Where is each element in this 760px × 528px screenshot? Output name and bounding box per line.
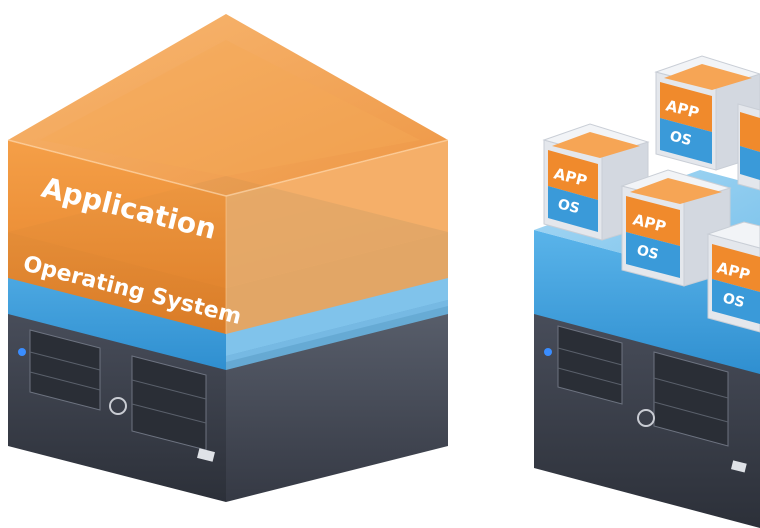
right-stack: APP OS APP OS APP OS (534, 55, 760, 528)
vm-box-5: APP OS (706, 221, 760, 333)
right-port-icon (730, 460, 747, 473)
left-status-led-icon (18, 348, 26, 356)
vm-box-2: APP OS (654, 55, 760, 171)
vm-box-3 (737, 103, 760, 191)
left-app-layer (7, 14, 449, 334)
vm-1-os-label: OS (556, 196, 581, 217)
left-port-icon (197, 448, 215, 462)
vm-5-os-label: OS (721, 290, 746, 311)
right-status-led-icon (544, 348, 552, 356)
right-power-button-icon (637, 409, 655, 427)
vm-box-4: APP OS (620, 169, 732, 287)
vm-2-os-label: OS (668, 128, 693, 149)
left-stack: Application Operating System (7, 14, 449, 502)
vm-4-os-label: OS (635, 242, 660, 263)
left-power-button-icon (109, 397, 127, 415)
